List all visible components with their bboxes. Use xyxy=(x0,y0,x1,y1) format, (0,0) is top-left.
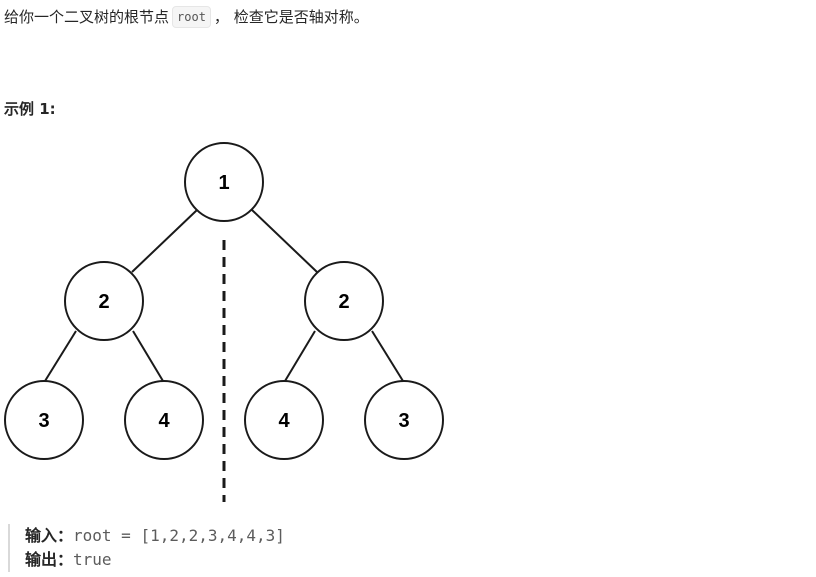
node-value: 2 xyxy=(338,291,349,313)
root-code-tag: root xyxy=(172,6,211,28)
output-line: 输出：true xyxy=(25,548,285,572)
edge-left-right xyxy=(132,330,164,382)
edge-root-left xyxy=(131,209,198,273)
tree-node-left-left: 3 xyxy=(4,380,84,460)
tree-node-root: 1 xyxy=(184,142,264,222)
example-title: 示例 1: xyxy=(4,100,56,118)
example-io-block: 输入：root = [1,2,2,3,4,4,3] 输出：true xyxy=(8,524,285,572)
problem-text-before: 给你一个二叉树的根节点 xyxy=(4,8,170,26)
output-label: 输出： xyxy=(25,550,74,569)
edge-right-left xyxy=(284,330,316,382)
node-value: 4 xyxy=(158,410,170,432)
tree-node-left-right: 4 xyxy=(124,380,204,460)
input-line: 输入：root = [1,2,2,3,4,4,3] xyxy=(25,524,285,548)
input-label: 输入： xyxy=(25,526,74,545)
node-value: 3 xyxy=(38,410,49,432)
tree-node-right: 2 xyxy=(304,261,384,341)
edge-left-left xyxy=(44,330,77,382)
node-value: 1 xyxy=(218,172,229,194)
node-value: 2 xyxy=(98,291,109,313)
input-value: root = [1,2,2,3,4,4,3] xyxy=(73,526,285,545)
tree-node-left: 2 xyxy=(64,261,144,341)
problem-text-after: ， 检查它是否轴对称。 xyxy=(213,8,369,26)
edge-root-right xyxy=(251,209,318,273)
output-value: true xyxy=(73,550,112,569)
node-value: 3 xyxy=(398,410,409,432)
node-value: 4 xyxy=(278,410,290,432)
tree-node-right-left: 4 xyxy=(244,380,324,460)
tree-node-right-right: 3 xyxy=(364,380,444,460)
edge-right-right xyxy=(371,330,404,382)
binary-tree-diagram: 1 2 2 3 4 4 3 xyxy=(4,142,444,502)
